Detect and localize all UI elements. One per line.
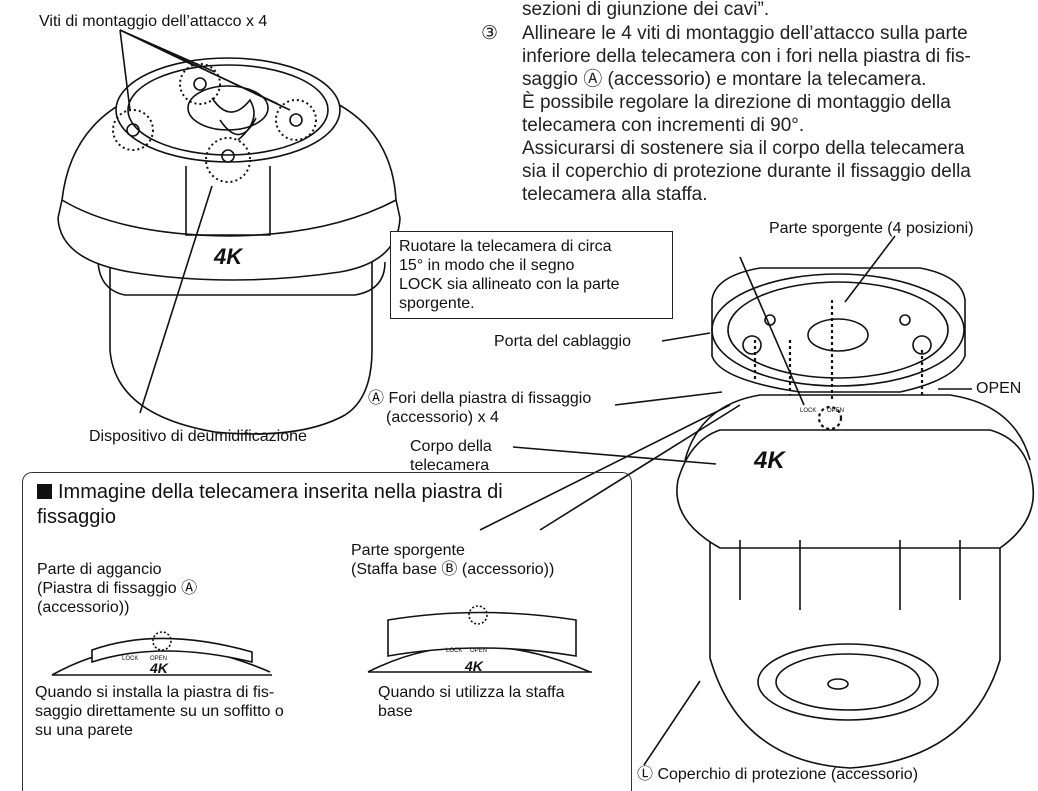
panel-right-drawing: LOCK OPEN 4K <box>367 605 592 674</box>
camera-left-drawing: 4K <box>57 57 401 435</box>
dehumidifier-label: Dispositivo di deumidificazione <box>89 428 307 445</box>
open-label: OPEN <box>976 380 1022 397</box>
svg-text:4K: 4K <box>464 658 484 674</box>
step-3-text: Allineare le 4 viti di montaggio dell’at… <box>522 23 971 205</box>
panel-left-drawing: LOCK OPEN 4K <box>51 631 272 676</box>
svg-text:LOCK: LOCK <box>446 648 462 654</box>
svg-text:OPEN: OPEN <box>470 648 487 654</box>
hook-part-label: Parte di aggancio (Piastra di fissaggio … <box>37 561 198 616</box>
plate-open-mark: OPEN <box>827 408 844 414</box>
rotate-callout: Ruotare la telecamera di circa 15° in mo… <box>390 231 673 319</box>
plate-lock-mark: LOCK <box>800 408 816 414</box>
right-4k-logo: 4K <box>753 447 786 474</box>
step-number: ③ <box>481 23 499 44</box>
svg-text:LOCK: LOCK <box>122 656 138 662</box>
mounting-plate-drawing: LOCK OPEN <box>711 267 966 431</box>
protruding-label: Parte sporgente (4 posizioni) <box>769 220 974 237</box>
svg-text:OPEN: OPEN <box>150 656 167 662</box>
panel-protruding-label: Parte sporgente (Staffa base Ⓑ (accessor… <box>351 542 555 578</box>
instruction-fragment: sezioni di giunzione dei cavi”. <box>522 0 770 20</box>
cover-label: Ⓛ Coperchio di protezione (accessorio) <box>637 766 919 783</box>
screws-label: Viti di montaggio dell’attacco x 4 <box>39 13 268 30</box>
inserted-camera-panel <box>22 472 632 791</box>
caption-base-bracket: Quando si utilizza la staffa base <box>378 684 565 720</box>
svg-text:4K: 4K <box>149 660 169 676</box>
wiring-port-label: Porta del cablaggio <box>494 333 631 350</box>
panel-title: Immagine della telecamera inserita nella… <box>37 481 503 528</box>
caption-ceiling-install: Quando si installa la piastra di fis- sa… <box>35 684 284 739</box>
square-bullet-icon <box>37 484 52 499</box>
camera-body-label: Corpo della telecamera <box>410 438 492 474</box>
holes-label: Ⓐ Fori della piastra di fissaggio (acces… <box>368 390 592 426</box>
left-4k-logo: 4K <box>213 244 244 269</box>
camera-right-drawing: 4K <box>676 394 1035 769</box>
